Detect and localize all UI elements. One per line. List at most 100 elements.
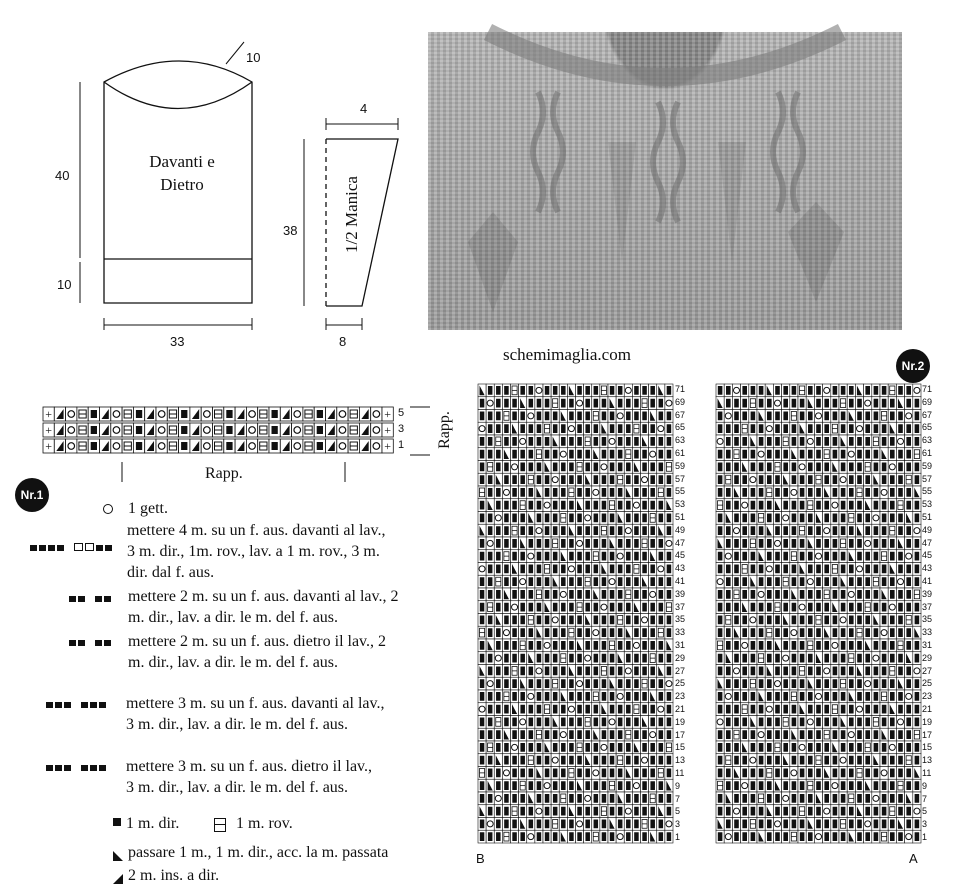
chartA-cell — [904, 447, 914, 461]
chartB-cell — [656, 727, 666, 742]
chartA-cell — [855, 383, 864, 398]
chartA-cell — [904, 549, 914, 563]
chartB-cell — [542, 383, 552, 398]
chartB-cell — [502, 651, 511, 665]
chartB-cell — [534, 472, 544, 487]
chartA-cell — [830, 383, 840, 398]
chartA-cell — [789, 523, 799, 538]
chartB-cell — [493, 523, 503, 538]
chartB-cell — [648, 562, 658, 576]
chartA-cell — [732, 702, 741, 716]
chartB-cell — [567, 740, 576, 755]
chartA-cell — [740, 536, 750, 551]
chartB-cell — [558, 587, 568, 602]
chartB-cell — [502, 613, 511, 627]
chartB-cell — [518, 434, 528, 449]
chart2-row-number: 47 — [922, 537, 933, 548]
chartB-cell — [485, 829, 495, 844]
chartA-cell — [789, 727, 799, 742]
chartB-cell — [518, 383, 528, 398]
chartB-cell — [526, 676, 536, 691]
chartB-cell — [510, 383, 519, 398]
chartA-cell — [912, 791, 922, 806]
chartB-cell — [477, 829, 487, 844]
chartB-cell — [583, 689, 593, 704]
chartB-cell — [534, 715, 544, 729]
chartB-cell — [640, 740, 649, 755]
chartB-cell — [648, 664, 658, 678]
chartB-cell — [534, 421, 544, 436]
chart2-row-number: 55 — [922, 486, 933, 497]
chartB-cell — [575, 600, 584, 614]
chartA-cell — [789, 498, 799, 512]
chartA-cell — [887, 689, 897, 704]
chartB-cell — [558, 676, 568, 691]
chartA-cell — [846, 409, 856, 423]
chartA-cell — [789, 689, 799, 704]
chart2-row-number: 39 — [675, 588, 686, 599]
chartA-cell — [781, 485, 791, 500]
chartB-cell — [599, 676, 609, 691]
chartA-cell — [838, 421, 848, 436]
chart-nr2-a-grid — [715, 383, 922, 844]
chart2-row-number: 19 — [675, 716, 686, 727]
chartB-cell — [632, 804, 641, 818]
chartA-cell — [797, 498, 807, 512]
chartA-cell — [764, 664, 774, 678]
chartB-cell — [485, 562, 495, 576]
chartA-cell — [830, 523, 840, 538]
chartA-cell — [904, 753, 914, 767]
chartB-cell — [526, 421, 536, 436]
chartA-cell — [740, 727, 750, 742]
chartA-cell — [904, 778, 914, 793]
chartB-cell — [485, 778, 495, 793]
chartA-cell — [715, 702, 725, 716]
chartB-cell — [656, 409, 666, 423]
chartA-cell — [887, 421, 897, 436]
chart2-row-number: 49 — [675, 524, 686, 535]
chartA-cell — [814, 664, 823, 678]
chartB-cell — [591, 600, 601, 614]
chartB-cell — [591, 383, 601, 398]
chartA-cell — [887, 766, 897, 780]
chartA-cell — [912, 498, 922, 512]
chartA-cell — [871, 753, 881, 767]
chartB-cell — [615, 766, 625, 780]
chartB-cell — [656, 829, 666, 844]
chartA-cell — [846, 549, 856, 563]
chartB-cell — [607, 740, 617, 755]
chartA-cell — [756, 638, 766, 653]
chartB-cell — [648, 625, 658, 640]
chartA-cell — [748, 791, 758, 806]
chartA-cell — [855, 791, 864, 806]
chartA-cell — [904, 434, 914, 449]
chartB-cell — [664, 817, 674, 831]
chartA-cell — [773, 766, 782, 780]
chartA-cell — [789, 766, 799, 780]
chartA-cell — [855, 472, 864, 487]
chartB-cell — [485, 600, 495, 614]
chartB-cell — [510, 472, 519, 487]
chartA-cell — [871, 523, 881, 538]
chartB-cell — [607, 447, 617, 461]
chartA-cell — [805, 472, 815, 487]
chartA-cell — [723, 511, 733, 525]
chartA-cell — [830, 587, 840, 602]
chartA-cell — [871, 485, 881, 500]
chart1-row-5: 5 — [398, 407, 405, 419]
chartA-cell — [789, 829, 799, 844]
chartB-cell — [575, 383, 584, 398]
chartB-cell — [502, 485, 511, 500]
chartA-cell — [896, 727, 905, 742]
chartB-cell — [607, 638, 617, 653]
chartB-cell — [526, 766, 536, 780]
chartB-cell — [632, 689, 641, 704]
chartB-cell — [575, 766, 584, 780]
chartB-cell — [477, 523, 487, 538]
chartB-cell — [623, 638, 633, 653]
chartB-cell — [510, 651, 519, 665]
chartA-cell — [846, 434, 856, 449]
chartB-cell — [534, 702, 544, 716]
chartA-cell — [740, 409, 750, 423]
chartB-cell — [550, 778, 560, 793]
